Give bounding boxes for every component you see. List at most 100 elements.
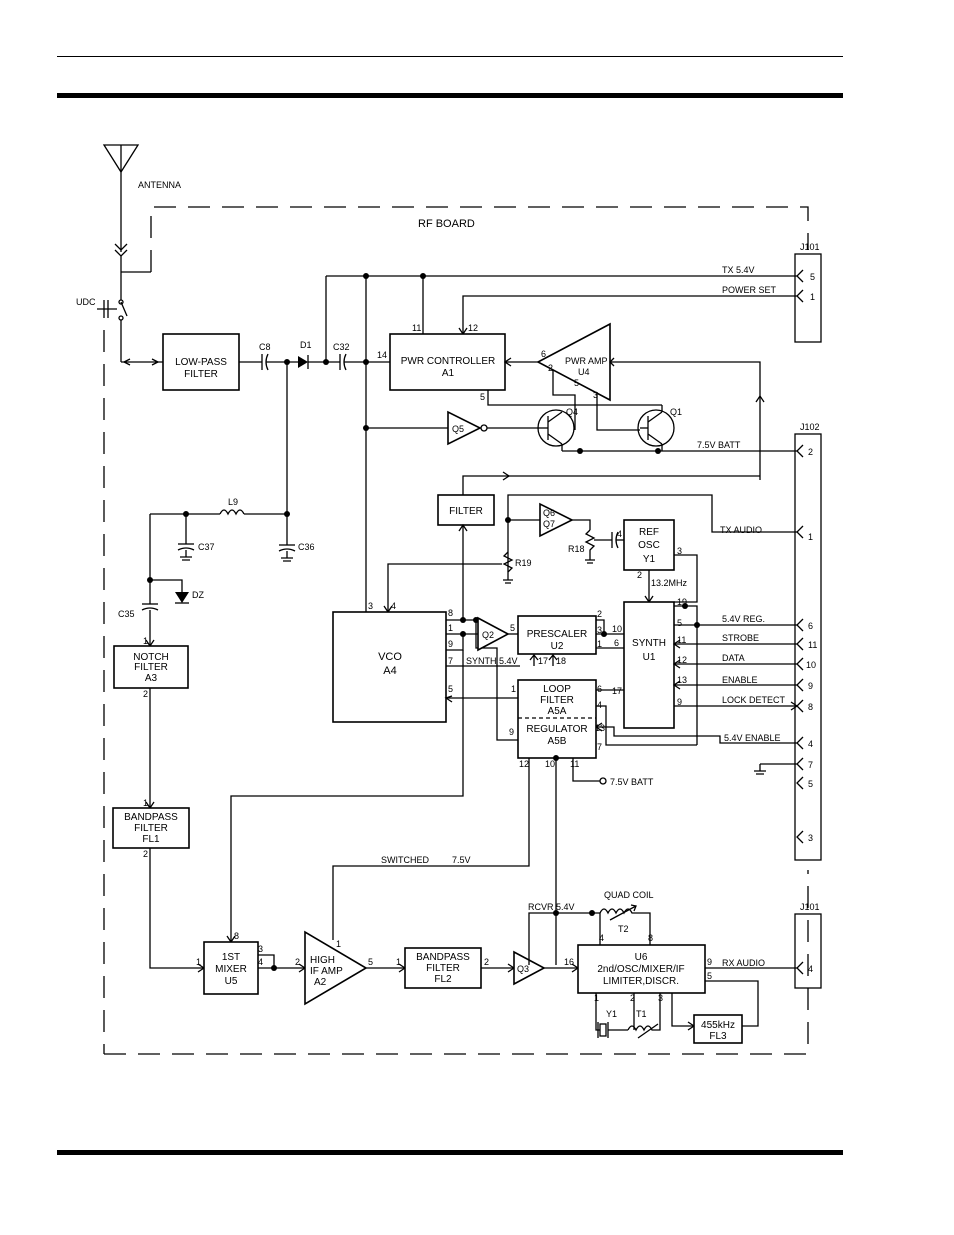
a4-pin-3: 3 xyxy=(368,601,373,611)
lowpass-label-2: FILTER xyxy=(184,369,218,380)
j102-pin-4: 4 xyxy=(808,739,813,749)
rx-audio-label: RX AUDIO xyxy=(722,958,765,968)
q1-label: Q1 xyxy=(670,407,682,417)
loop-regulator-block xyxy=(517,679,597,759)
strobe-label: STROBE xyxy=(722,633,759,643)
synth-5v4-label: SYNTH 5.4V xyxy=(466,656,518,666)
a5-pin-9: 9 xyxy=(509,727,514,737)
c37-label: C37 xyxy=(198,542,215,552)
j101-pin-1: 1 xyxy=(810,292,815,302)
notch-label-3: A3 xyxy=(145,673,158,684)
j102-pin-7: 7 xyxy=(808,760,813,770)
notch-label-2: FILTER xyxy=(134,662,168,673)
a5-pin-12: 12 xyxy=(519,759,529,769)
j102-pin-1: 1 xyxy=(808,532,813,542)
j102-pin-11: 11 xyxy=(808,640,817,650)
j102-pin-2: 2 xyxy=(808,447,813,457)
u5-pin-8: 8 xyxy=(234,931,239,941)
fl3-label-1: 455kHz xyxy=(701,1020,735,1031)
tx-filter-block xyxy=(437,494,495,526)
j102-pin-6: 6 xyxy=(808,621,813,631)
j102-pin-8: 8 xyxy=(808,702,813,712)
a4-pin-1: 1 xyxy=(448,623,453,633)
hif-label-3: A2 xyxy=(314,977,327,988)
en-5v4-label: 5.4V ENABLE xyxy=(724,733,781,743)
q3-label: Q3 xyxy=(517,964,529,974)
u5-pin-1: 1 xyxy=(196,957,201,967)
a1-pin-11: 11 xyxy=(412,323,421,333)
loop-label-3: A5A xyxy=(548,706,567,717)
u1-pin-9: 9 xyxy=(677,697,682,707)
bp2-label-1: BANDPASS xyxy=(416,952,470,963)
tx-5v4-label: TX 5.4V xyxy=(722,265,755,275)
a4-pin-9: 9 xyxy=(448,639,453,649)
a5-pin-17: 17 xyxy=(538,656,548,666)
u6-label-1: U6 xyxy=(635,952,648,963)
q4-label: Q4 xyxy=(566,407,578,417)
pwr-amp-label-1: PWR AMP xyxy=(565,356,608,366)
lowpass-label-1: LOW-PASS xyxy=(175,357,227,368)
d1-diode xyxy=(298,356,308,368)
rcvr-label: RCVR 5.4V xyxy=(528,902,575,912)
refosc-pin-3: 3 xyxy=(677,546,682,556)
a3-pin-1: 1 xyxy=(143,636,148,646)
q6q7-label-2: Q7 xyxy=(543,519,555,529)
pwr-amp-label-2: U4 xyxy=(578,367,590,377)
u2-pin-5: 5 xyxy=(510,623,515,633)
a5-pin-13: 13 xyxy=(595,723,605,733)
hif-label-2: IF AMP xyxy=(310,966,343,977)
ref-osc-block xyxy=(623,519,675,571)
q5-label: Q5 xyxy=(452,424,464,434)
rf-board-title: RF BOARD xyxy=(418,218,475,230)
u4-pin-3: 3 xyxy=(593,390,598,400)
j102-connector xyxy=(794,433,822,861)
a5-pin-7: 7 xyxy=(597,742,602,752)
u2-pin-2: 2 xyxy=(597,609,602,619)
y1-label: Y1 xyxy=(606,1009,617,1019)
a3-pin-2: 2 xyxy=(143,689,148,699)
first-mixer-block xyxy=(203,941,259,995)
u1-pin-11: 11 xyxy=(677,635,686,645)
a5-pin-6: 6 xyxy=(597,684,602,694)
u4-pin-6: 6 xyxy=(541,349,546,359)
u1-pin-6: 6 xyxy=(614,638,619,648)
a5-pin-4: 4 xyxy=(597,700,602,710)
u2-pin-3: 3 xyxy=(597,625,602,635)
fl3-label-2: FL3 xyxy=(709,1031,727,1042)
bp1-label-1: BANDPASS xyxy=(124,812,178,823)
u5-pin-4: 4 xyxy=(258,957,263,967)
a2-pin-1: 1 xyxy=(336,939,341,949)
switched-label: SWITCHED xyxy=(381,855,429,865)
synth-label-1: SYNTH xyxy=(632,638,666,649)
refosc-pin-4: 4 xyxy=(617,529,622,539)
r18-label: R18 xyxy=(568,544,585,554)
antenna-label: ANTENNA xyxy=(138,180,181,190)
ref-osc-label-3: Y1 xyxy=(643,554,656,565)
ref-osc-label-1: REF xyxy=(639,527,659,538)
enable-label: ENABLE xyxy=(722,675,758,685)
j102-pin-5: 5 xyxy=(808,779,813,789)
c36-label: C36 xyxy=(298,542,315,552)
rf-board-outline-bottom xyxy=(104,870,809,1055)
t1-label: T1 xyxy=(636,1009,647,1019)
u1-pin-17: 17 xyxy=(612,686,622,696)
q1-transistor xyxy=(637,405,675,451)
prescaler-label-1: PRESCALER xyxy=(527,629,588,640)
antenna-symbol xyxy=(102,144,140,257)
u1-pin-12: 12 xyxy=(677,655,687,665)
j101-bottom-connector xyxy=(794,913,822,989)
u6-pin-16: 16 xyxy=(564,957,574,967)
j102-pin-10: 10 xyxy=(806,660,816,670)
header-rule-thick xyxy=(57,93,843,98)
q4-transistor xyxy=(537,409,575,451)
vco-block xyxy=(332,611,447,723)
q6q7-amp xyxy=(539,502,574,538)
a5-pin-18: 18 xyxy=(556,656,566,666)
j101-top-connector xyxy=(794,253,822,343)
quad-coil-label: QUAD COIL xyxy=(604,890,654,900)
prescaler-block xyxy=(517,615,597,655)
c8-label: C8 xyxy=(259,342,271,352)
dz-label: DZ xyxy=(192,590,204,600)
a1-pin-12: 12 xyxy=(468,323,478,333)
header-rule-thin xyxy=(57,56,843,57)
